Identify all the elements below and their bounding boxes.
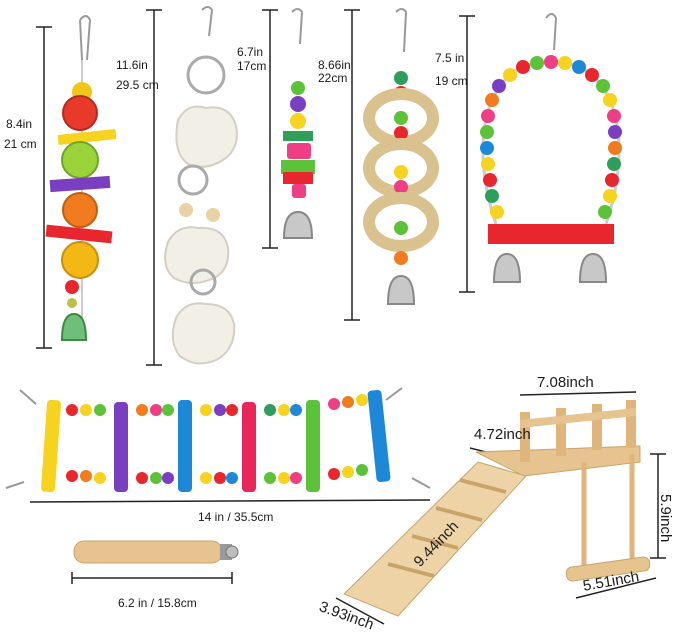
toy2-height-in: 11.6in [116, 58, 148, 72]
wooden-perch [71, 540, 239, 584]
seagrass-ring-toy [344, 8, 439, 321]
rattan-ball-toy [36, 15, 117, 349]
loofah-ring-toy [146, 6, 238, 366]
toy4-height-in: 8.66in [318, 58, 351, 72]
bead-bell-toy [262, 8, 315, 249]
toy5-height-in: 7.5 in [435, 51, 465, 65]
toy3-height-in: 6.7in [237, 45, 264, 59]
ladder-rungs [41, 389, 391, 493]
toy1-height-cm: 21 cm [4, 137, 37, 151]
toy2-height-cm: 29.5 cm [116, 78, 159, 92]
toy4-height-cm: 22cm [318, 71, 348, 85]
toy3-height-cm: 17cm [237, 59, 267, 73]
ladder-top-beads [66, 394, 368, 416]
swing-height: 5.9inch [657, 494, 674, 543]
toy1-height-in: 8.4in [6, 117, 33, 131]
ramp-slats [387, 478, 507, 578]
platform-depth: 4.72inch [474, 426, 531, 443]
platform-width: 7.08inch [537, 374, 594, 391]
toy5-height-cm: 19 cm [435, 74, 468, 88]
perch-length: 6.2 in / 15.8cm [118, 596, 197, 610]
wooden-platform-set [335, 391, 666, 625]
ladder-length: 14 in / 35.5cm [198, 510, 274, 524]
rainbow-ladder [5, 387, 431, 503]
swing-beads [480, 55, 622, 219]
bead-swing-toy [459, 13, 622, 293]
ladder-bottom-beads [66, 464, 368, 484]
